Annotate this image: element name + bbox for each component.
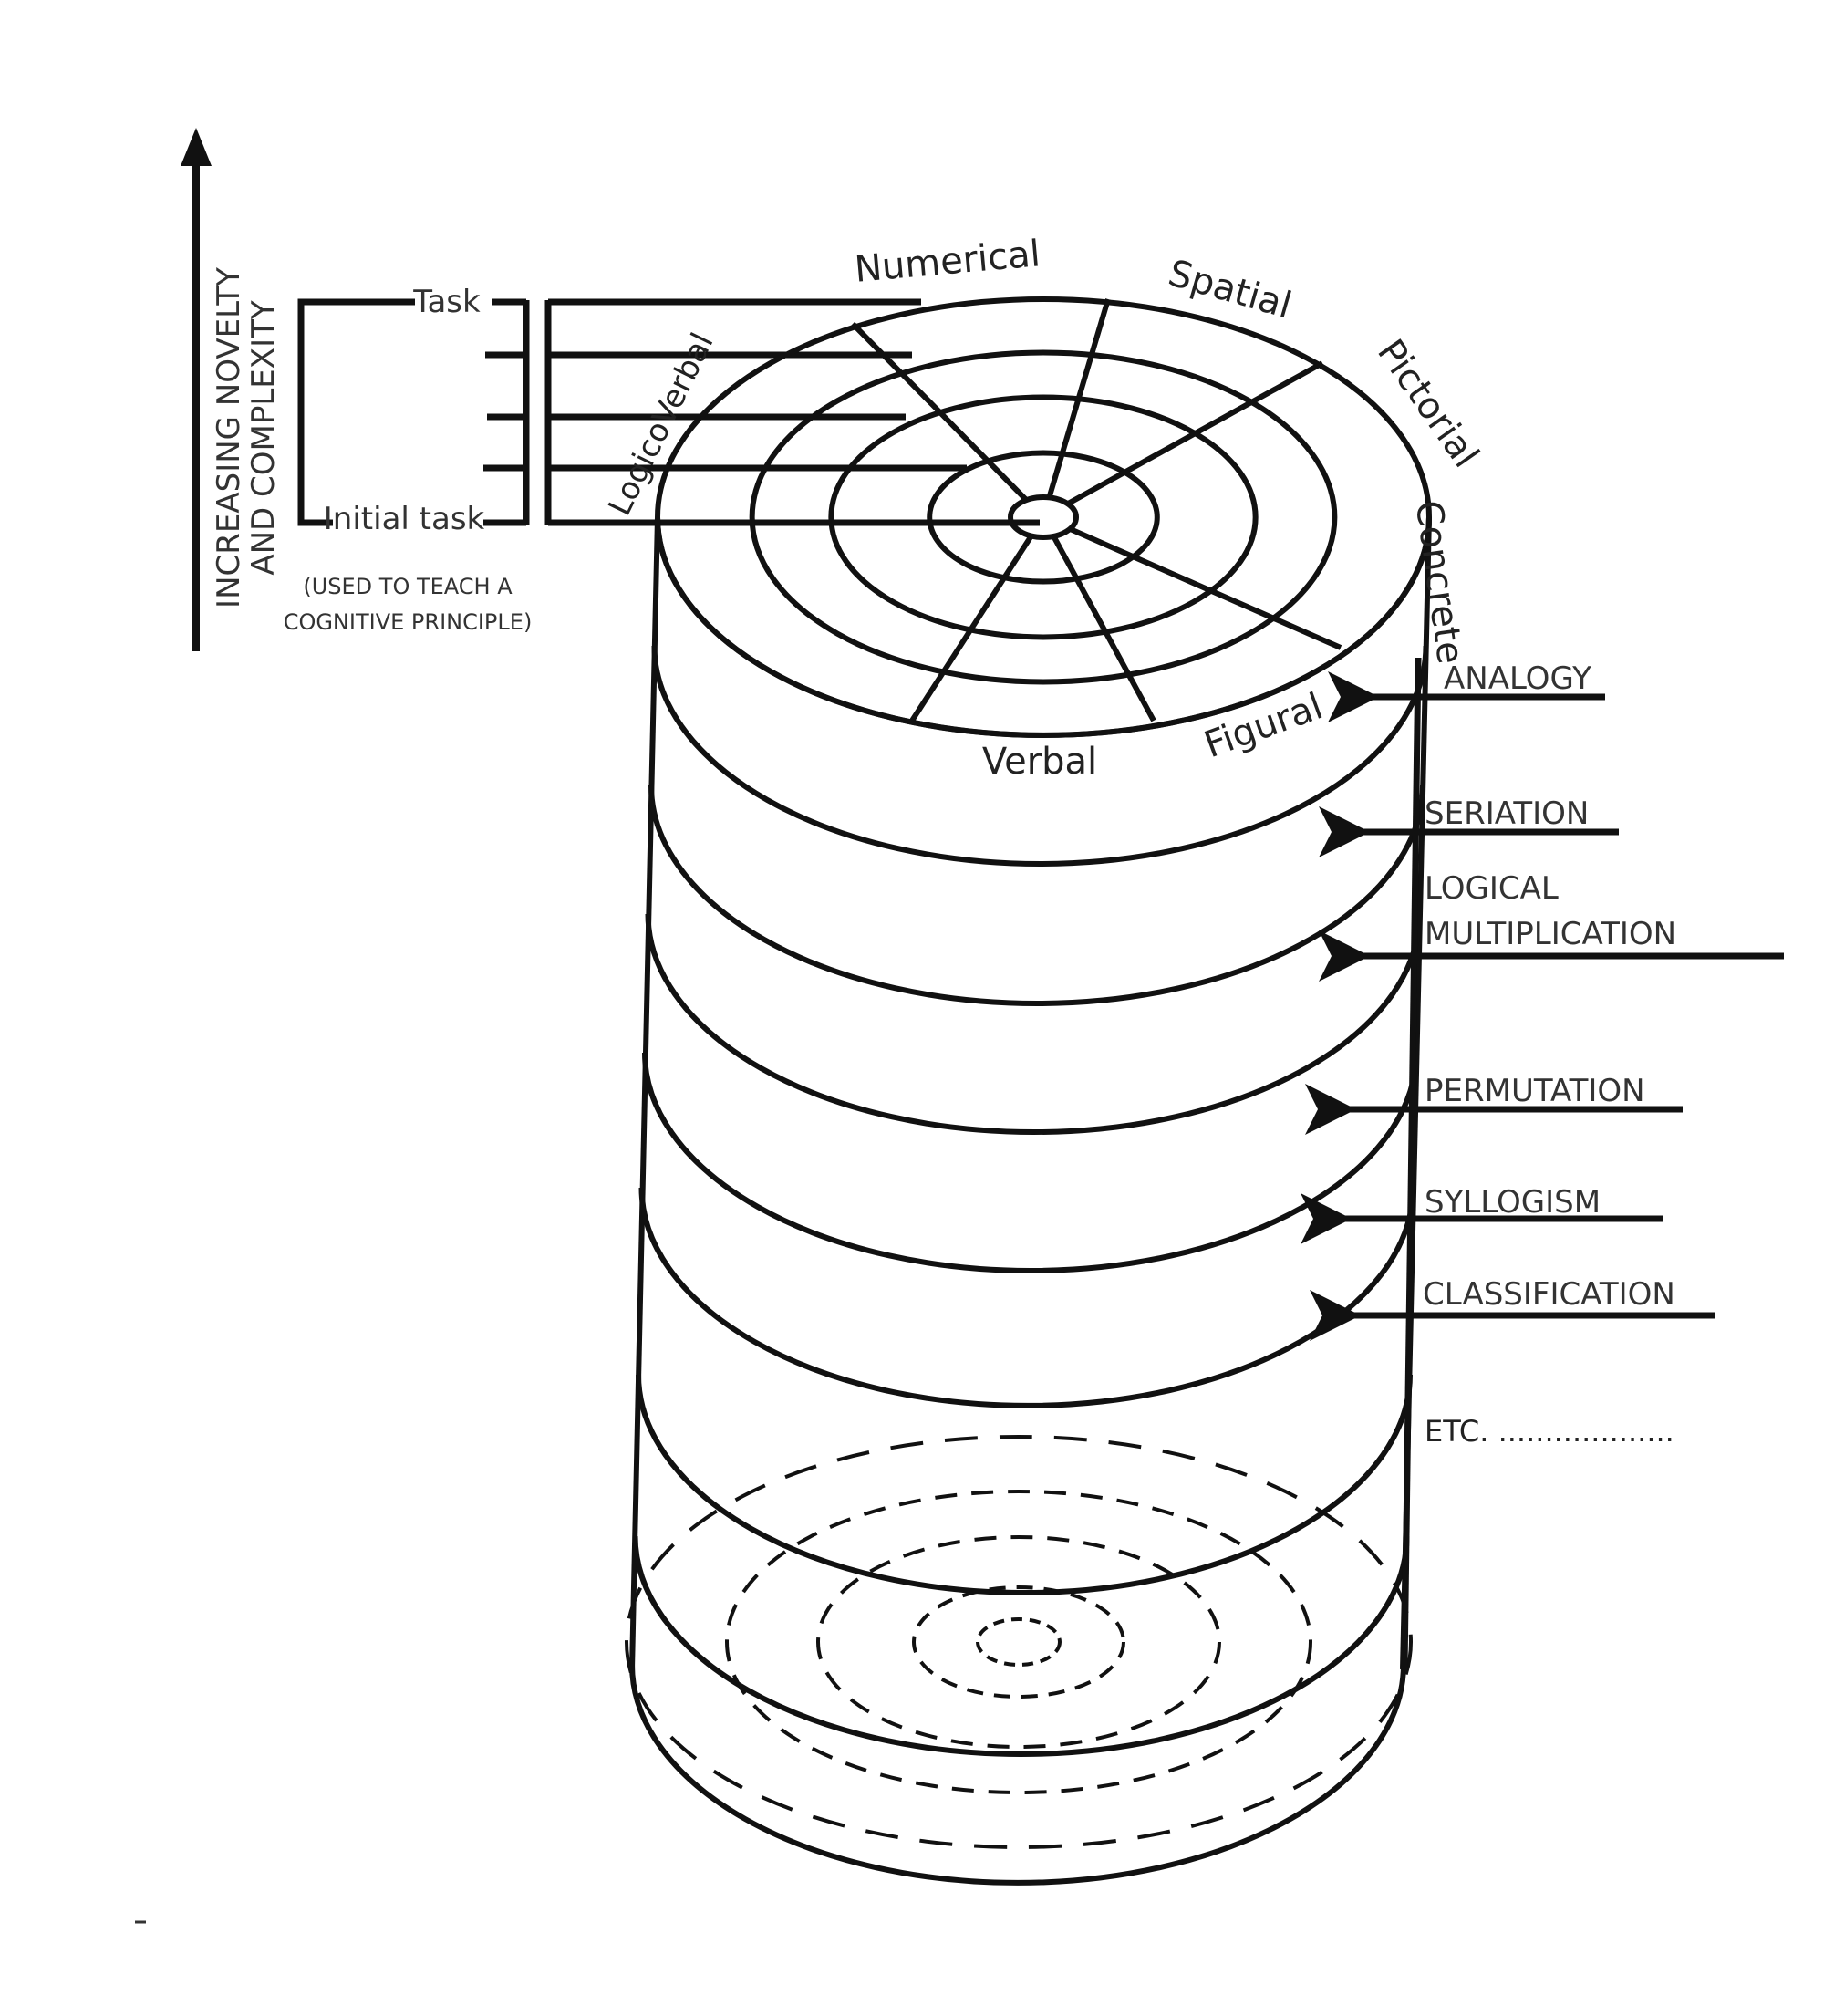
band-edge [638,1187,1416,1408]
top-ring [828,394,1259,640]
band-edge [655,516,1432,738]
axis-label-line2: AND COMPLEXITY [245,300,282,576]
top-ring [927,450,1160,585]
bracket-note-line2: COGNITIVE PRINCIPLE) [284,609,533,635]
principle-analogy: ANALOGY [1444,660,1591,697]
hidden-base-ring [816,1535,1221,1749]
task-label: Task [412,284,481,320]
arrow-up-icon [181,128,212,166]
bracket-note-line1: (USED TO TEACH A [303,574,513,599]
top-spoke [1051,535,1156,722]
top-spoke [1046,298,1111,499]
principle-multiplication: MULTIPLICATION [1425,916,1676,952]
hidden-base-ring [976,1617,1062,1667]
band-edge [636,1374,1413,1595]
principle-permutation: PERMUTATION [1425,1073,1645,1109]
principle-logical: LOGICAL [1425,870,1559,907]
axis-label-line1: INCREASING NOVELTY [211,267,247,608]
hidden-base-ring [912,1585,1125,1699]
band-edge [629,1664,1406,1886]
label-pictorial: Pictorial [1369,332,1487,475]
top-spoke [909,534,1034,722]
hidden-base-ring [725,1490,1312,1794]
cylinder-left-side [629,516,660,1670]
task-bracket [297,298,1040,526]
initial-task-label: Initial task [324,501,485,537]
principle-arrows [1301,657,1784,1670]
top-center-ring [1008,494,1079,540]
principle-seriation: SERIATION [1425,795,1589,832]
band-edge [645,913,1423,1135]
band-edge [648,785,1425,1006]
top-spoke [1069,526,1342,650]
band-edge [642,1052,1419,1273]
principle-classification: CLASSIFICATION [1423,1276,1675,1313]
top-ring [749,349,1338,685]
band-edge [632,1535,1410,1757]
top-spoke [850,321,1029,503]
cylinder [625,296,1432,1886]
top-spoke [1066,360,1324,506]
label-verbal: Verbal [982,741,1097,783]
hidden-base-ring [625,1435,1413,1849]
band-edge [651,645,1429,867]
etc-label: ETC. ................... [1425,1414,1674,1449]
label-numerical: Numerical [853,233,1042,291]
label-concrete: Concrete [1407,498,1472,667]
complexity-arrow [181,128,212,651]
principle-syllogism: SYLLOGISM [1425,1184,1601,1221]
